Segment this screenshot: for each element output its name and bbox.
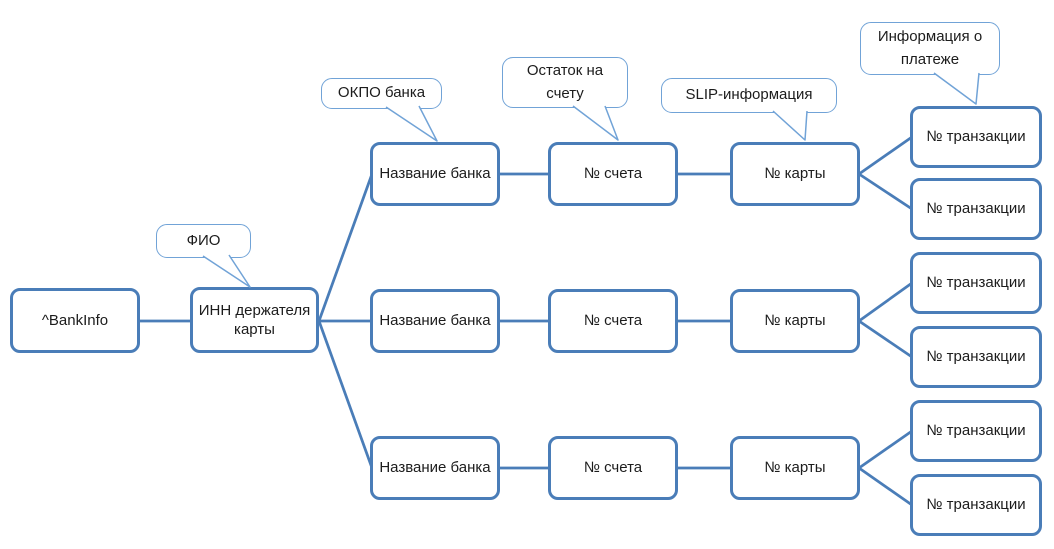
connector-card3-trans6 xyxy=(857,466,914,507)
connector-card1-trans1 xyxy=(857,135,914,176)
node-bank-name-3: Название банка xyxy=(370,436,500,500)
node-card-number-2: № карты xyxy=(730,289,860,353)
node-transaction-5: № транзакции xyxy=(910,400,1042,462)
node-transaction-4: № транзакции xyxy=(910,326,1042,388)
connector-inn-bank3 xyxy=(317,319,374,470)
node-transaction-6: № транзакции xyxy=(910,474,1042,536)
node-card-number-1: № карты xyxy=(730,142,860,206)
connector-card1-trans2 xyxy=(857,172,914,211)
node-account-number-1: № счета xyxy=(548,142,678,206)
node-account-number-2: № счета xyxy=(548,289,678,353)
connector-card2-trans3 xyxy=(857,281,914,323)
callout-balance: Остаток на счету xyxy=(502,57,628,108)
connector-card3-trans5 xyxy=(857,429,914,470)
callout-okpo: ОКПО банка xyxy=(321,78,442,109)
node-transaction-2: № транзакции xyxy=(910,178,1042,240)
callout-slip: SLIP-информация xyxy=(661,78,837,113)
node-inn-holder: ИНН держателя карты xyxy=(190,287,319,353)
node-transaction-3: № транзакции xyxy=(910,252,1042,314)
connector-card2-trans4 xyxy=(857,319,914,359)
callout-payment-info: Информация о платеже xyxy=(860,22,1000,75)
node-card-number-3: № карты xyxy=(730,436,860,500)
node-bankinfo-root: ^BankInfo xyxy=(10,288,140,353)
node-account-number-3: № счета xyxy=(548,436,678,500)
node-bank-name-2: Название банка xyxy=(370,289,500,353)
node-transaction-1: № транзакции xyxy=(910,106,1042,168)
callout-fio: ФИО xyxy=(156,224,251,258)
node-bank-name-1: Название банка xyxy=(370,142,500,206)
connector-inn-bank1 xyxy=(317,172,374,323)
